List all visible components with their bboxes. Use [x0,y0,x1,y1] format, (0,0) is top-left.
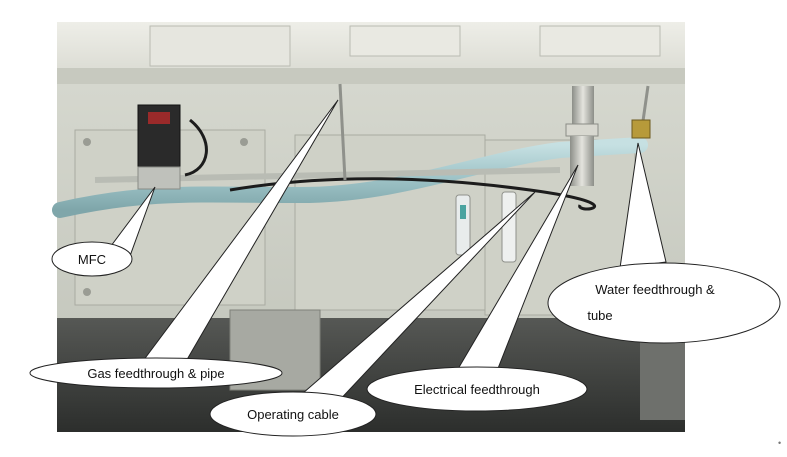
callout-pointers [107,99,667,406]
callout-gas: Gas feedthrough & pipe [29,357,283,389]
label-water-line1: Water feedthrough & [595,282,715,297]
callout-electrical: Electrical feedthrough [366,366,588,412]
label-mfc: MFC [78,252,106,267]
label-gas: Gas feedthrough & pipe [87,366,224,381]
label-water-line2: tube [587,308,612,323]
svg-text:•: • [778,438,781,448]
callout-operating-cable: Operating cable [209,391,377,437]
callout-mfc: MFC [51,241,133,277]
callout-water: Water feedthrough & tube [547,262,781,344]
label-operating-cable: Operating cable [247,407,339,422]
label-electrical: Electrical feedthrough [414,382,540,397]
